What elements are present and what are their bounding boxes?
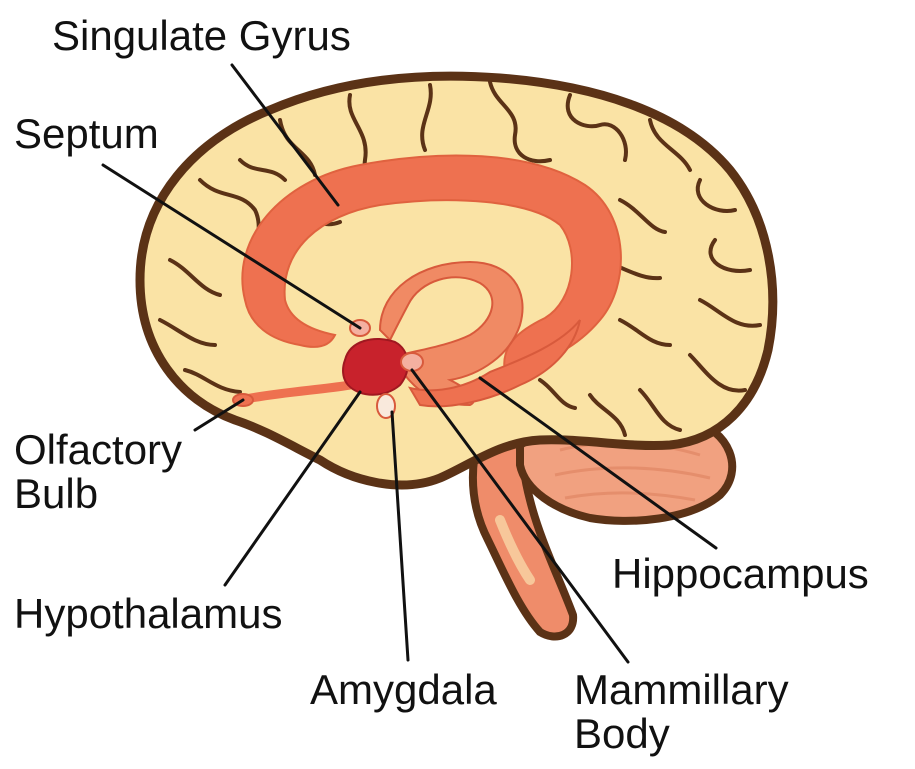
label-mammillary-line2: Body [574,712,789,756]
label-singulate-gyrus: Singulate Gyrus [52,14,351,58]
label-hypothalamus: Hypothalamus [14,592,282,636]
label-hippocampus: Hippocampus [612,552,869,596]
mammillary-nodule [401,353,423,371]
label-olfactory-bulb: Olfactory Bulb [14,428,182,516]
label-mammillary-line1: Mammillary [574,668,789,712]
label-olfactory-line1: Olfactory [14,428,182,472]
hypothalamus-shape [343,339,408,395]
label-septum: Septum [14,112,159,156]
label-mammillary-body: Mammillary Body [574,668,789,756]
label-amygdala: Amygdala [310,668,497,712]
cerebrum [140,76,773,485]
label-olfactory-line2: Bulb [14,472,182,516]
